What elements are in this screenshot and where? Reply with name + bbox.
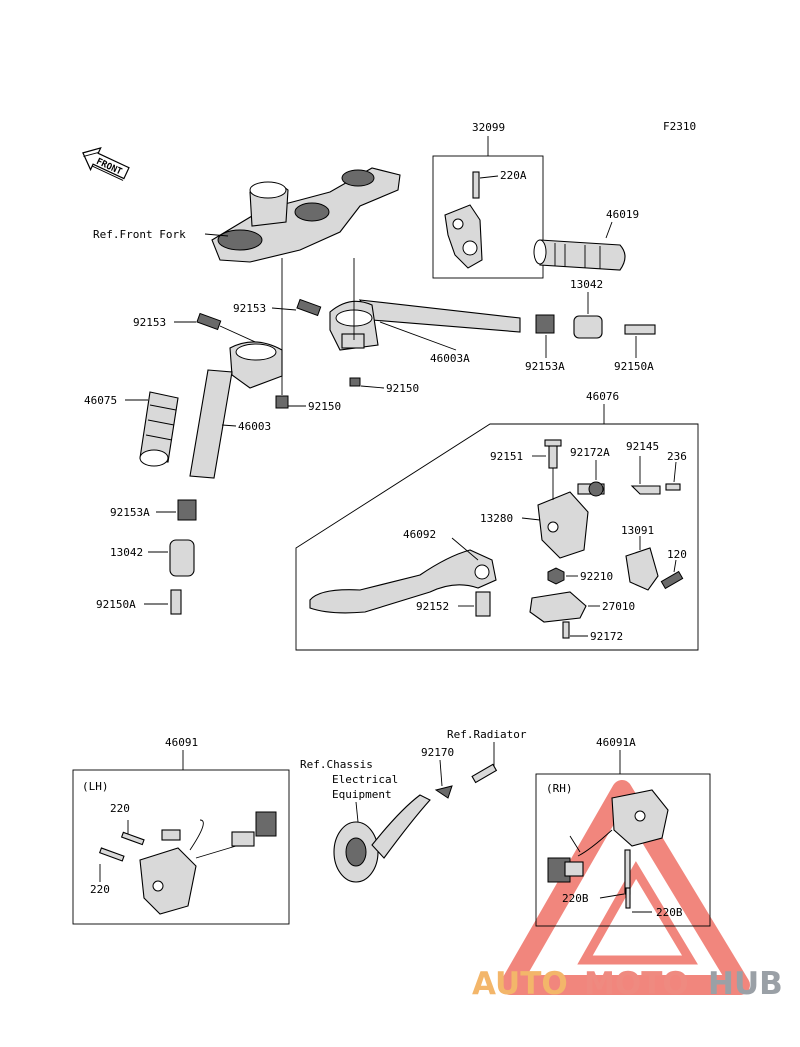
label-92153-left: 92153	[133, 316, 166, 329]
screw-236	[665, 483, 681, 491]
bolt-92150-b	[275, 395, 289, 409]
handlebar-46003A	[329, 299, 521, 351]
horn	[333, 794, 431, 883]
label-13042-r: 13042	[570, 278, 603, 291]
box-46091-lh	[72, 769, 290, 925]
label-92153A-r: 92153A	[525, 360, 565, 373]
adjuster-92172A	[577, 481, 605, 497]
label-46091: 46091	[165, 736, 198, 749]
bolt-92150A-l	[170, 589, 182, 615]
nut-92210	[547, 567, 565, 585]
pin-92151	[548, 443, 558, 469]
label-92150-b: 92150	[308, 400, 341, 413]
grip-46019	[533, 239, 626, 271]
label-92151: 92151	[490, 450, 523, 463]
watermark-part1: AUTO	[472, 966, 568, 1002]
label-46092: 46092	[403, 528, 436, 541]
bolt-92153A-r	[535, 314, 555, 334]
label-46019: 46019	[606, 208, 639, 221]
label-13042-l: 13042	[110, 546, 143, 559]
label-236: 236	[667, 450, 687, 463]
label-46003: 46003	[238, 420, 271, 433]
label-ref-chassis-1: Ref.Chassis	[300, 758, 373, 771]
bolt-92153A-l	[177, 499, 197, 521]
bolt-92153-top	[296, 298, 322, 317]
front-arrow-icon: FRONT	[82, 146, 130, 181]
watermark: AUTO MOTO HUB	[472, 966, 783, 1002]
label-32099: 32099	[472, 121, 505, 134]
label-92172A: 92172A	[570, 446, 610, 459]
bolt-92150A-r	[624, 324, 656, 335]
bolt-92153-left	[196, 312, 222, 331]
label-ref-radiator: Ref.Radiator	[447, 728, 527, 741]
label-46091A: 46091A	[596, 736, 636, 749]
label-13280: 13280	[480, 512, 513, 525]
leader-ref-front-fork	[204, 233, 229, 237]
watermark-triangle	[500, 780, 750, 995]
label-92150A-l: 92150A	[96, 598, 136, 611]
label-92153-top: 92153	[233, 302, 266, 315]
handlebar-46003	[189, 341, 283, 479]
label-220B-a: 220B	[562, 892, 589, 905]
label-220A: 220A	[500, 169, 527, 182]
triple-clamp	[211, 167, 401, 263]
label-120: 120	[667, 548, 687, 561]
screw-120	[660, 570, 684, 590]
holder-13280	[537, 491, 589, 559]
weight-13042-r	[573, 315, 603, 339]
label-92210: 92210	[580, 570, 613, 583]
label-ref-chassis-3: Equipment	[332, 788, 392, 801]
label-ref-front-fork: Ref.Front Fork	[93, 228, 186, 241]
label-lh: (LH)	[82, 780, 109, 793]
lever-46092	[309, 549, 497, 614]
bolt-92170	[471, 763, 498, 784]
collar-92152	[475, 591, 491, 617]
label-92170: 92170	[421, 746, 454, 759]
bolt-92150-a	[349, 377, 361, 387]
label-46003A: 46003A	[430, 352, 470, 365]
diagram-id: F2310	[663, 120, 696, 133]
label-220-a: 220	[110, 802, 130, 815]
label-220-b: 220	[90, 883, 110, 896]
label-92152: 92152	[416, 600, 449, 613]
watermark-part3: HUB	[708, 966, 783, 1002]
label-46075: 46075	[84, 394, 117, 407]
grip-46075	[139, 391, 179, 467]
label-ref-chassis-2: Electrical	[332, 773, 398, 786]
label-46076: 46076	[586, 390, 619, 403]
label-220B-b: 220B	[656, 906, 683, 919]
label-92172: 92172	[590, 630, 623, 643]
label-92153A-l: 92153A	[110, 506, 150, 519]
box-46091A-rh	[535, 773, 711, 927]
label-rh: (RH)	[546, 782, 573, 795]
switch-rh	[547, 789, 669, 909]
watermark-part2: MOTO	[584, 966, 689, 1002]
weight-13042-l	[169, 539, 195, 577]
switch-lh	[98, 811, 277, 915]
spring-92145	[630, 485, 661, 495]
label-27010: 27010	[602, 600, 635, 613]
clamp-13091	[625, 547, 659, 591]
bracket-32099	[444, 171, 483, 269]
label-13091: 13091	[621, 524, 654, 537]
label-92150-a: 92150	[386, 382, 419, 395]
label-92145: 92145	[626, 440, 659, 453]
box-46076	[295, 423, 699, 651]
switch-27010	[529, 591, 587, 623]
screw-92172	[562, 621, 570, 639]
label-92150A-r: 92150A	[614, 360, 654, 373]
